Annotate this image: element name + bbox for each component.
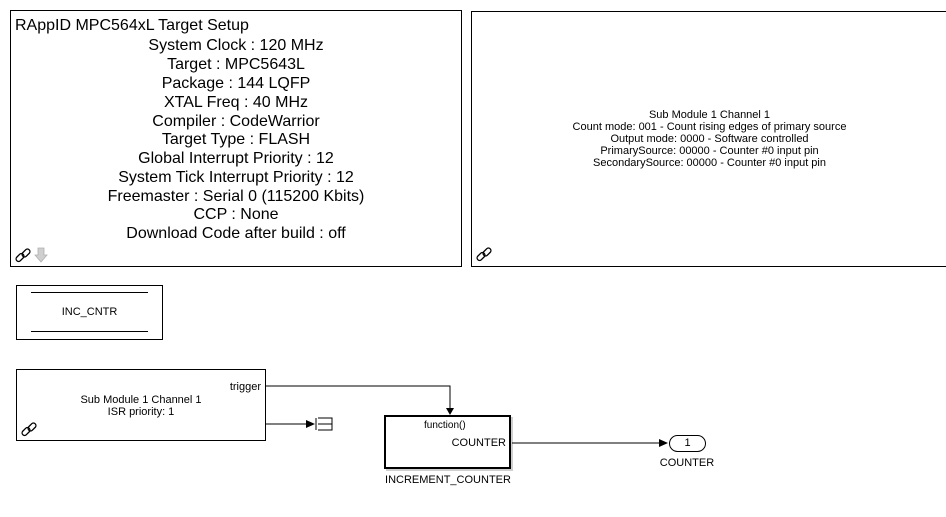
increment-counter-block[interactable]: function() COUNTER [384,415,511,469]
config-line-channel: Sub Module 1 Channel 1 [648,109,771,121]
config-line-output-mode: Output mode: 0000 - Software controlled [610,133,809,145]
setup-line-clock: System Clock : 120 MHz [148,37,324,54]
outport-block[interactable]: 1 [669,435,706,452]
increment-counter-name: INCREMENT_COUNTER [385,474,511,486]
setup-line-compiler: Compiler : CodeWarrior [152,113,320,130]
outport-number: 1 [684,437,691,449]
inc-cntr-block[interactable]: INC_CNTR [16,285,163,340]
setup-line-target-type: Target Type : FLASH [161,131,311,148]
setup-line-package: Package : 144 LQFP [161,75,311,92]
isr-priority-label: ISR priority: 1 [107,406,175,418]
isr-channel-label: Sub Module 1 Channel 1 [80,394,202,406]
port-label-function: function() [424,420,466,431]
config-line-primary-source: PrimarySource: 00000 - Counter #0 input … [600,145,819,157]
setup-line-target: Target : MPC5643L [167,56,305,73]
setup-line-xtal: XTAL Freq : 40 MHz [163,94,309,111]
inc-cntr-label: INC_CNTR [61,306,118,318]
store-top-line [31,292,148,293]
config-line-secondary-source: SecondarySource: 00000 - Counter #0 inpu… [593,157,826,169]
setup-line-ccp: CCP : None [193,206,279,223]
setup-line-global-irq: Global Interrupt Priority : 12 [138,150,334,167]
link-icon[interactable] [14,247,32,265]
port-label-trigger: trigger [229,381,261,393]
link-icon[interactable] [475,246,493,264]
trigger-signal-line [266,385,451,410]
setup-line-download: Download Code after build : off [126,225,346,242]
isr-block[interactable]: Sub Module 1 Channel 1 ISR priority: 1 t… [16,369,266,441]
counter-arrowhead [659,439,668,447]
setup-line-tick-irq: System Tick Interrupt Priority : 12 [118,169,354,186]
config-line-count-mode: Count mode: 001 - Count rising edges of … [572,121,847,133]
target-setup-title: RAppID MPC564xL Target Setup [15,17,249,34]
isr-out-arrowhead [306,420,315,428]
link-icon[interactable] [20,421,38,439]
setup-line-freemaster: Freemaster : Serial 0 (115200 Kbits) [107,188,365,205]
outport-name: COUNTER [659,457,715,469]
arrow-down-icon[interactable] [34,247,48,263]
channel-config-block[interactable]: Sub Module 1 Channel 1 Count mode: 001 -… [471,11,946,267]
store-bottom-line [31,331,148,332]
trigger-arrowhead [446,408,454,415]
target-setup-block[interactable]: RAppID MPC564xL Target Setup System Cloc… [10,10,462,267]
port-label-counter: COUNTER [451,437,506,449]
terminator-icon [315,417,333,431]
